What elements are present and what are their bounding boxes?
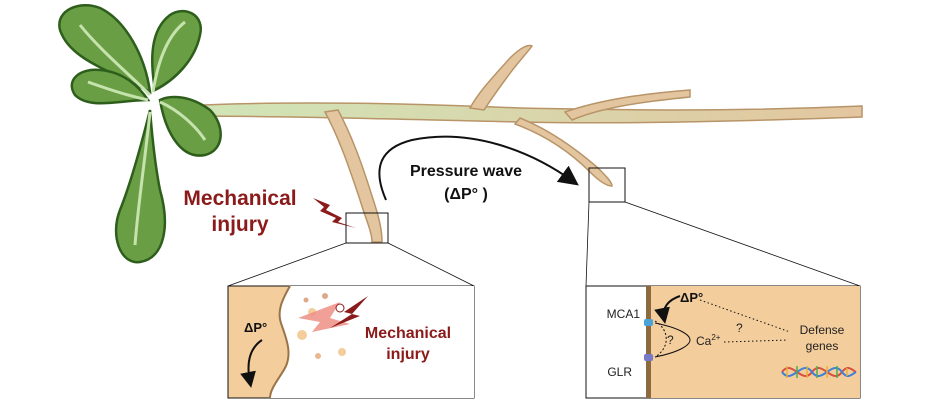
impact-point <box>335 303 345 313</box>
left-injury-label-line1: Mechanical <box>365 325 451 342</box>
curved-arrow-icon <box>240 339 263 388</box>
leaf-vein <box>133 111 152 246</box>
cell-interior <box>650 286 860 398</box>
right-detail-panel: MCA1 GLR ΔP° ? Ca2+ ? Defense genes <box>585 285 861 399</box>
question-mark-2: ? <box>736 321 743 335</box>
defense-genes-label-line2: genes <box>806 339 839 353</box>
pressure-wave-arrow <box>378 135 579 201</box>
leaf-vein <box>78 24 152 97</box>
pressure-wave-label-line1: Pressure wave <box>410 163 522 180</box>
left-delta-p-label: ΔP° <box>244 320 267 335</box>
debris-particle <box>315 353 321 359</box>
question-mark-1: ? <box>667 333 674 347</box>
curved-arrow-icon <box>654 295 681 324</box>
leaf-vein <box>151 20 186 93</box>
tissue-edge <box>269 285 291 399</box>
zoom-line <box>387 242 475 287</box>
plant-leaves <box>58 3 222 264</box>
lightning-bolt-icon <box>330 296 368 328</box>
root-system <box>179 44 863 243</box>
signal-path <box>654 322 691 341</box>
upper-branch-root-2 <box>563 89 691 121</box>
defense-genes-label-line1: Defense <box>800 323 845 337</box>
debris-particle <box>322 293 328 299</box>
dotted-path <box>723 339 789 343</box>
debris-particle <box>297 330 307 340</box>
zoom-line <box>624 201 861 287</box>
zoom-line <box>585 201 590 287</box>
glr-label: GLR <box>607 365 632 379</box>
main-root <box>179 102 863 124</box>
debris-particle <box>338 348 346 356</box>
debris-particle <box>303 297 309 303</box>
mca1-channel <box>644 319 653 326</box>
tissue-wound-white <box>270 286 474 398</box>
left-injury-label-line2: injury <box>386 346 430 363</box>
pressure-wave-label-line2: (ΔP° ) <box>444 186 488 203</box>
upper-branch-root <box>468 44 534 111</box>
signal-path <box>654 339 691 358</box>
main-injury-label-line2: injury <box>211 213 268 236</box>
lightning-bolt-icon <box>313 198 356 228</box>
mca1-label: MCA1 <box>607 307 641 321</box>
dna-helix-icon <box>781 366 857 378</box>
main-injury-label-line1: Mechanical <box>183 187 296 210</box>
leaf-vein <box>159 100 207 141</box>
cell-membrane <box>646 286 651 398</box>
lower-branch-root-right <box>513 117 613 187</box>
zoom-line <box>227 242 347 287</box>
left-detail-panel: ΔP° Mechanical injury <box>227 285 475 399</box>
glr-channel <box>644 354 653 361</box>
lower-branch-root-left <box>323 109 383 243</box>
right-delta-p-label: ΔP° <box>680 290 703 305</box>
leaf-vein <box>87 80 149 102</box>
left-zoom-marker <box>345 212 389 244</box>
calcium-label: Ca2+ <box>696 333 721 348</box>
leaf <box>151 9 203 92</box>
right-zoom-marker <box>588 167 626 203</box>
signal-path <box>654 320 667 358</box>
